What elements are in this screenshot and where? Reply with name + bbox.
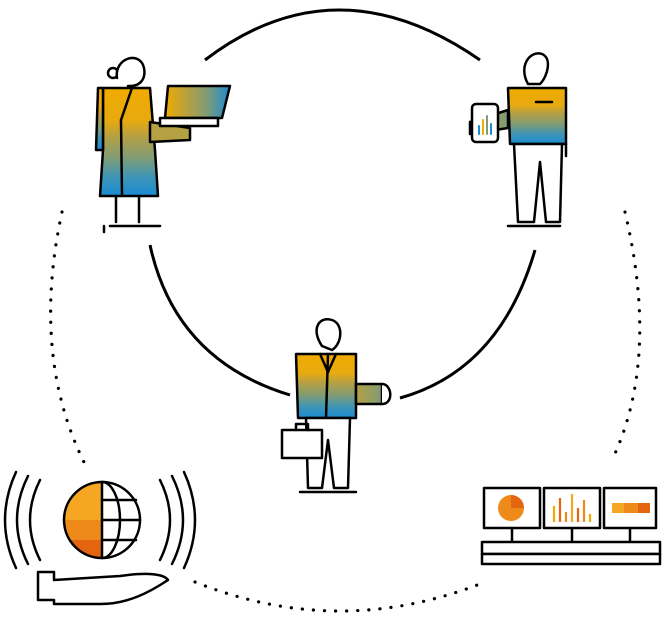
right-arc (399, 249, 537, 400)
dotted-arc-left (49, 210, 90, 472)
globe-in-hand-icon (3, 470, 197, 606)
top-arc (204, 8, 481, 62)
businessman-with-briefcase-icon (280, 317, 392, 494)
dotted-arc-right (610, 210, 642, 462)
connection-arcs (148, 8, 537, 400)
dashboard-monitors-icon (480, 486, 662, 566)
man-with-tablet-icon (468, 52, 568, 228)
dotted-arcs (49, 210, 642, 613)
left-arc (148, 244, 291, 397)
woman-with-laptop-icon (94, 56, 232, 234)
dotted-arc-bottom (193, 580, 487, 613)
